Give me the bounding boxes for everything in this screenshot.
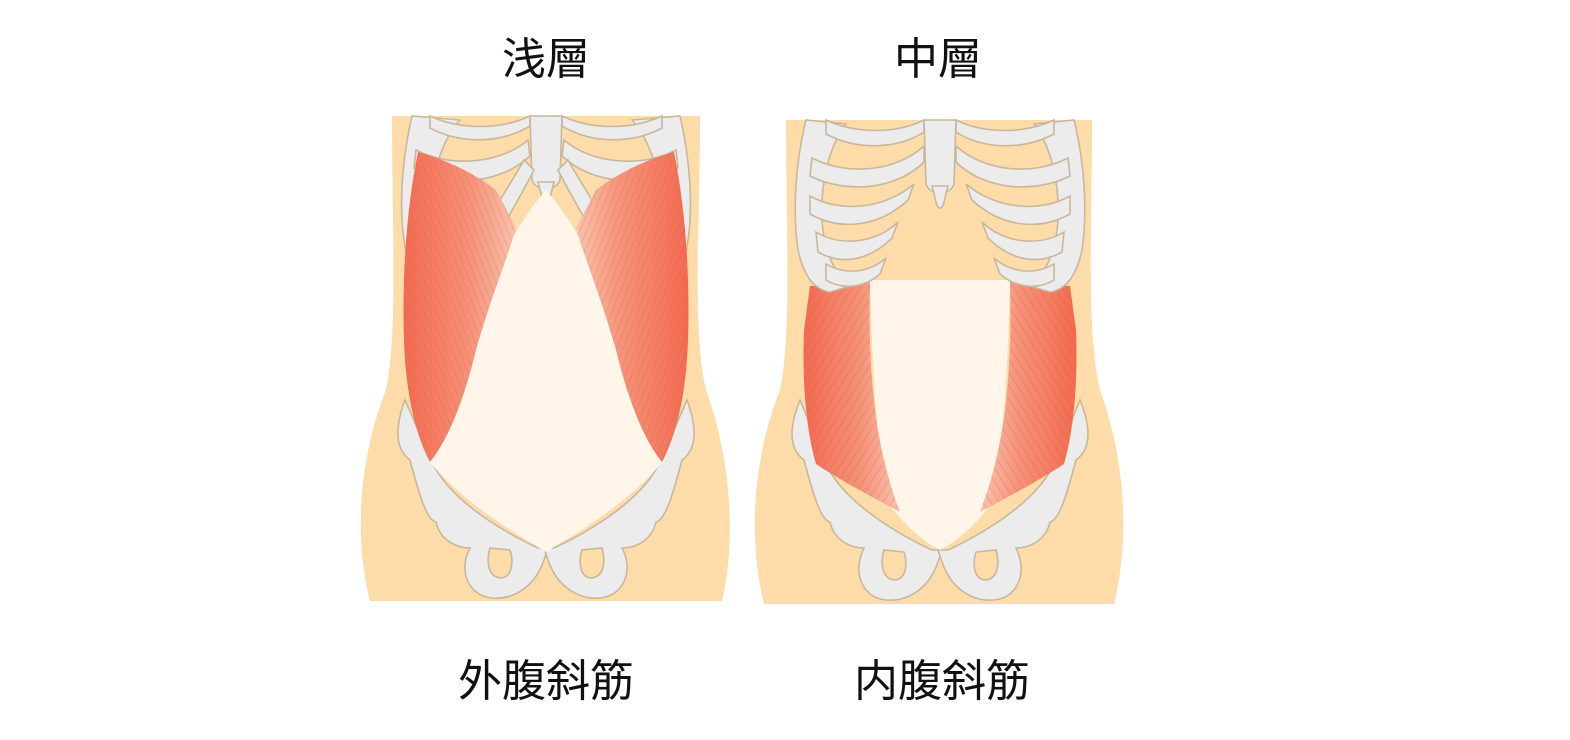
pelvis [791, 397, 1089, 601]
torso-superficial [360, 114, 730, 601]
internal-oblique-muscle-left [803, 282, 900, 512]
external-oblique-muscle-left [403, 152, 516, 462]
abdominal-area [430, 190, 662, 552]
ribcage [794, 118, 1086, 293]
internal-oblique-muscle-right [980, 282, 1077, 512]
panel-title-superficial: 浅層 [502, 34, 590, 85]
pelvis [397, 397, 695, 599]
muscle-caption-external-oblique: 外腹斜筋 [458, 656, 634, 707]
muscle-caption-internal-oblique: 内腹斜筋 [854, 656, 1030, 707]
external-oblique-muscle-right [576, 152, 689, 462]
abdominal-area [870, 280, 1010, 550]
torso-middle [754, 118, 1124, 604]
panel-title-middle: 中層 [894, 34, 982, 85]
